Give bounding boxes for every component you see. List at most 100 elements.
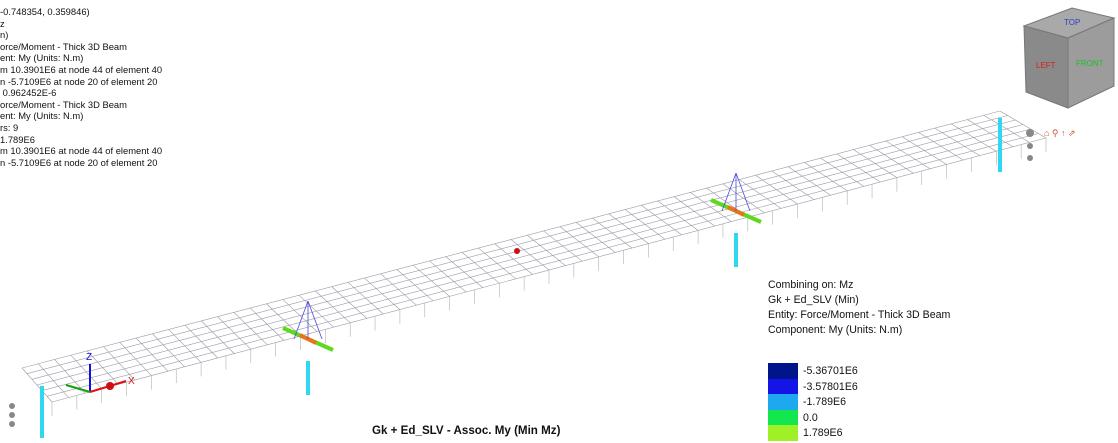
mesh-cross-line — [608, 213, 649, 244]
mesh-cross-line — [282, 299, 318, 332]
mesh-cross-line — [315, 290, 351, 324]
scale-swatch — [768, 363, 798, 379]
view-cube-top-label: TOP — [1064, 18, 1080, 27]
legend-combining: Combining on: Mz — [768, 279, 854, 291]
info-line: orce/Moment - Thick 3D Beam — [0, 98, 127, 110]
support-diagram-2 — [710, 172, 762, 267]
scale-swatch — [768, 425, 798, 441]
scale-swatch — [768, 378, 798, 394]
legend-component: Component: My (Units: N.m) — [768, 324, 903, 336]
scale-label: -1.789E6 — [803, 396, 846, 408]
mesh-cross-line — [885, 140, 931, 170]
view-caption: Gk + Ed_SLV - Assoc. My (Min Mz) — [372, 424, 561, 437]
info-line: n -5.7109E6 at node 20 of element 20 — [0, 75, 158, 87]
left-toolbar-dots[interactable] — [9, 403, 15, 427]
mesh-cross-line — [21, 367, 53, 403]
diagram-line — [735, 172, 751, 212]
mesh-cross-line — [787, 166, 831, 196]
mesh-cross-line — [999, 110, 1047, 139]
mesh-cross-line — [86, 350, 119, 385]
scale-label: -3.57801E6 — [803, 380, 858, 393]
beam-mesh — [21, 110, 1047, 403]
mesh-cross-line — [461, 252, 500, 284]
mesh-cross-line — [950, 123, 997, 152]
mesh-cross-line — [266, 303, 301, 337]
legend-panel: Combining on: Mz Gk + Ed_SLV (Min) Entit… — [768, 278, 950, 338]
mesh-cross-line — [510, 239, 550, 271]
mesh-cross-line — [103, 346, 136, 381]
mesh-cross-line — [478, 247, 517, 280]
mesh-cross-line — [249, 307, 285, 341]
view-cube-front-label: FRONT — [1076, 59, 1104, 68]
info-line: 1.789E6 — [0, 133, 35, 145]
mesh-cross-line — [771, 170, 815, 200]
diagram-line — [307, 300, 323, 340]
view-cube-front-face[interactable] — [1067, 17, 1115, 109]
info-line: z — [0, 17, 5, 29]
mesh-cross-line — [983, 115, 1030, 143]
info-line: rs: 9 — [0, 121, 19, 133]
mesh-cross-line — [902, 136, 947, 165]
mesh-cross-line — [396, 269, 434, 302]
info-line: m 10.3901E6 at node 44 of element 40 — [0, 145, 163, 157]
mesh-cross-line — [576, 222, 616, 253]
info-line: n -5.7109E6 at node 20 of element 20 — [0, 156, 158, 168]
axis-z-label: Z — [86, 352, 92, 363]
info-line: orce/Moment - Thick 3D Beam — [0, 40, 127, 52]
mesh-cross-line — [70, 354, 102, 390]
info-line: -0.748354, 0.359846) — [0, 6, 90, 17]
mesh-cross-line — [38, 363, 69, 398]
support-columns — [51, 138, 1047, 416]
mesh-cross-line — [592, 217, 633, 249]
mesh-cross-line — [429, 260, 467, 293]
mesh-cross-line — [347, 282, 384, 315]
mesh-cross-line — [853, 149, 898, 178]
mesh-cross-line — [690, 192, 732, 222]
mesh-cross-line — [168, 329, 202, 363]
scale-swatch — [768, 394, 798, 410]
info-line: ent: My (Units: N.m) — [0, 110, 84, 122]
mesh-cross-line — [543, 230, 583, 262]
mesh-cross-line — [559, 226, 599, 258]
scale-label: 0.0 — [803, 411, 818, 424]
diagram-line — [293, 300, 309, 340]
info-line: n) — [0, 29, 9, 41]
support-diagram-1 — [282, 300, 334, 395]
mesh-cross-line — [804, 162, 848, 192]
mesh-cross-line — [364, 277, 401, 310]
mesh-cross-line — [755, 175, 798, 205]
mesh-cross-line — [413, 264, 450, 297]
mesh-cross-line — [934, 127, 980, 156]
axis-x-label: X — [128, 376, 135, 387]
view-tool-icons[interactable]: ⌂ ⚲ ↑ ⇗ — [1044, 128, 1076, 138]
mesh-cross-line — [673, 196, 715, 227]
mesh-cross-line — [119, 342, 152, 376]
right-toolbar-dots[interactable] — [1026, 129, 1034, 161]
mesh-cross-line — [233, 312, 268, 346]
diagram-line — [721, 172, 737, 212]
scale-label: 1.789E6 — [803, 427, 843, 439]
global-axes-triad: Z X — [65, 352, 135, 393]
mesh-cross-line — [869, 145, 914, 174]
mesh-cross-line — [54, 359, 86, 394]
mesh-cross-line — [918, 132, 964, 161]
end-supports — [40, 118, 1002, 438]
mesh-cross-line — [298, 294, 334, 328]
legend-loadcase: Gk + Ed_SLV (Min) — [768, 294, 859, 306]
mesh-cross-line — [331, 286, 367, 319]
mesh-cross-line — [380, 273, 417, 306]
mesh-cross-line — [217, 316, 252, 350]
mesh-cross-line — [152, 333, 185, 368]
scale-label: -5.36701E6 — [803, 365, 858, 377]
info-line: m 10.3901E6 at node 44 of element 40 — [0, 63, 163, 75]
scale-swatch — [768, 409, 798, 425]
info-line: ent: My (Units: N.m) — [0, 52, 84, 64]
moment-diagrams — [40, 118, 1002, 438]
view-cube-left-label: LEFT — [1036, 61, 1056, 70]
mesh-cross-line — [820, 157, 864, 187]
view-cube[interactable]: TOP LEFT FRONT — [1010, 4, 1118, 114]
mesh-cross-line — [527, 234, 566, 266]
mesh-cross-line — [184, 324, 218, 359]
